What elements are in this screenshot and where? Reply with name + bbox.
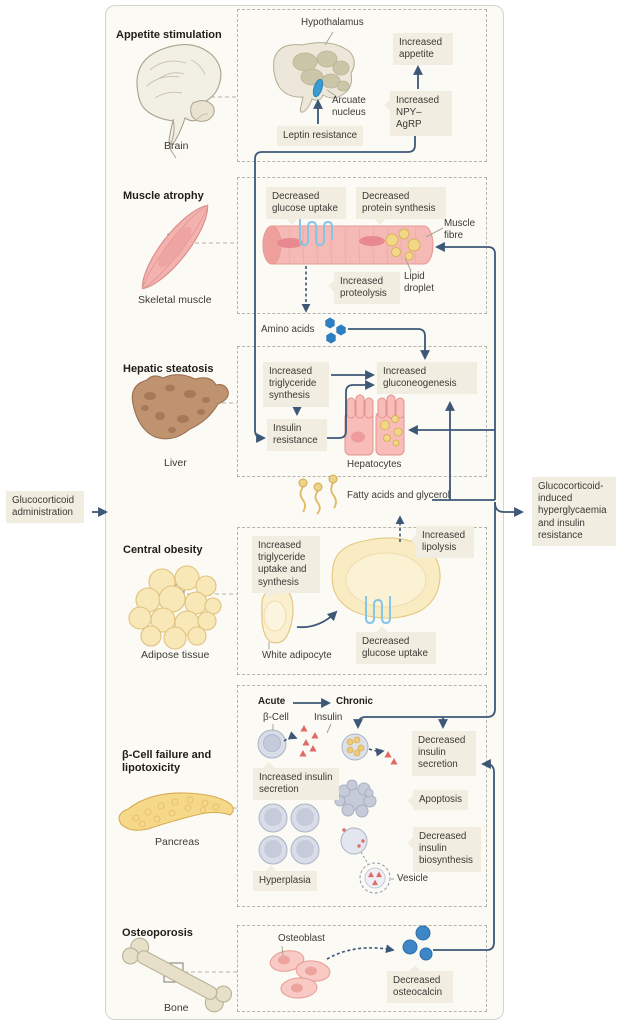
label-insulin: Insulin: [314, 712, 343, 723]
increased-appetite-box: Increased appetite: [393, 33, 453, 66]
leptin-resistance-box: Leptin resistance: [277, 126, 364, 147]
label-acute: Acute: [258, 696, 286, 707]
label-fatty-acids-glycerol: Fatty acids and glycerol: [347, 490, 450, 501]
output-label: Glucocorticoid-induced hyperglycaemia an…: [538, 481, 607, 541]
label-amino-acids: Amino acids: [261, 324, 315, 335]
increased-triglyceride-synthesis-box: Increased triglyceride synthesis: [263, 362, 329, 407]
increased-gluconeogenesis-box: Increased gluconeogenesis: [377, 362, 477, 395]
caption-liver: Liver: [164, 457, 187, 469]
outcome-box: Glucocorticoid-induced hyperglycaemia an…: [532, 477, 616, 547]
glucocorticoid-administration-box: Glucocorticoid administration: [6, 491, 84, 524]
label-arcuate-nucleus: Arcuate nucleus: [332, 95, 366, 118]
label-muscle-fibre: Muscle fibre: [444, 218, 476, 241]
decreased-glucose-uptake-muscle-box: Decreased glucose uptake: [266, 187, 346, 226]
heading-central-obesity: Central obesity: [123, 544, 203, 556]
label-lipid-droplet: Lipid droplet: [404, 271, 434, 294]
decreased-osteocalcin-box: Decreased osteocalcin: [387, 965, 453, 1004]
caption-brain: Brain: [164, 140, 189, 152]
increased-proteolysis-box: Increased proteolysis: [328, 272, 400, 305]
caption-skeletal-muscle: Skeletal muscle: [138, 294, 212, 306]
hyperplasia-box: Hyperplasia: [253, 865, 317, 892]
panel-osteoporosis: [237, 925, 487, 1012]
increased-insulin-secretion-box: Increased insulin secretion: [253, 762, 339, 801]
caption-bone: Bone: [164, 1002, 189, 1014]
increased-lipolysis-box: Increased lipolysis: [410, 526, 474, 559]
label-beta-cell: β-Cell: [263, 712, 289, 723]
label-hypothalamus: Hypothalamus: [301, 17, 364, 28]
apoptosis-box: Apoptosis: [407, 790, 469, 811]
heading-appetite-stimulation: Appetite stimulation: [116, 29, 222, 41]
increased-tg-uptake-synthesis-box: Increased triglyceride uptake and synthe…: [252, 536, 320, 599]
label-chronic: Chronic: [336, 696, 374, 707]
heading-beta-cell-failure: β-Cell failure and lipotoxicity: [122, 749, 212, 775]
caption-adipose-tissue: Adipose tissue: [141, 649, 210, 661]
caption-pancreas: Pancreas: [155, 836, 200, 848]
label-white-adipocyte: White adipocyte: [262, 650, 332, 661]
decreased-glucose-uptake-obesity-box: Decreased glucose uptake: [356, 626, 436, 665]
insulin-resistance-box: Insulin resistance: [267, 419, 327, 452]
label-osteoblast: Osteoblast: [278, 933, 325, 944]
decreased-insulin-biosynthesis-box: Decreased insulin biosynthesis: [407, 827, 481, 872]
increased-npy-agrp-box: Increased NPY–AgRP: [384, 91, 452, 136]
decreased-insulin-secretion-box: Decreased insulin secretion: [412, 731, 476, 776]
input-label: Glucocorticoid administration: [12, 495, 75, 519]
heading-hepatic-steatosis: Hepatic steatosis: [123, 363, 214, 375]
label-vesicle: Vesicle: [397, 873, 429, 884]
caption-hepatocytes: Hepatocytes: [347, 459, 402, 470]
decreased-protein-synthesis-box: Decreased protein synthesis: [356, 187, 446, 226]
heading-muscle-atrophy: Muscle atrophy: [123, 190, 204, 202]
heading-osteoporosis: Osteoporosis: [122, 927, 193, 939]
